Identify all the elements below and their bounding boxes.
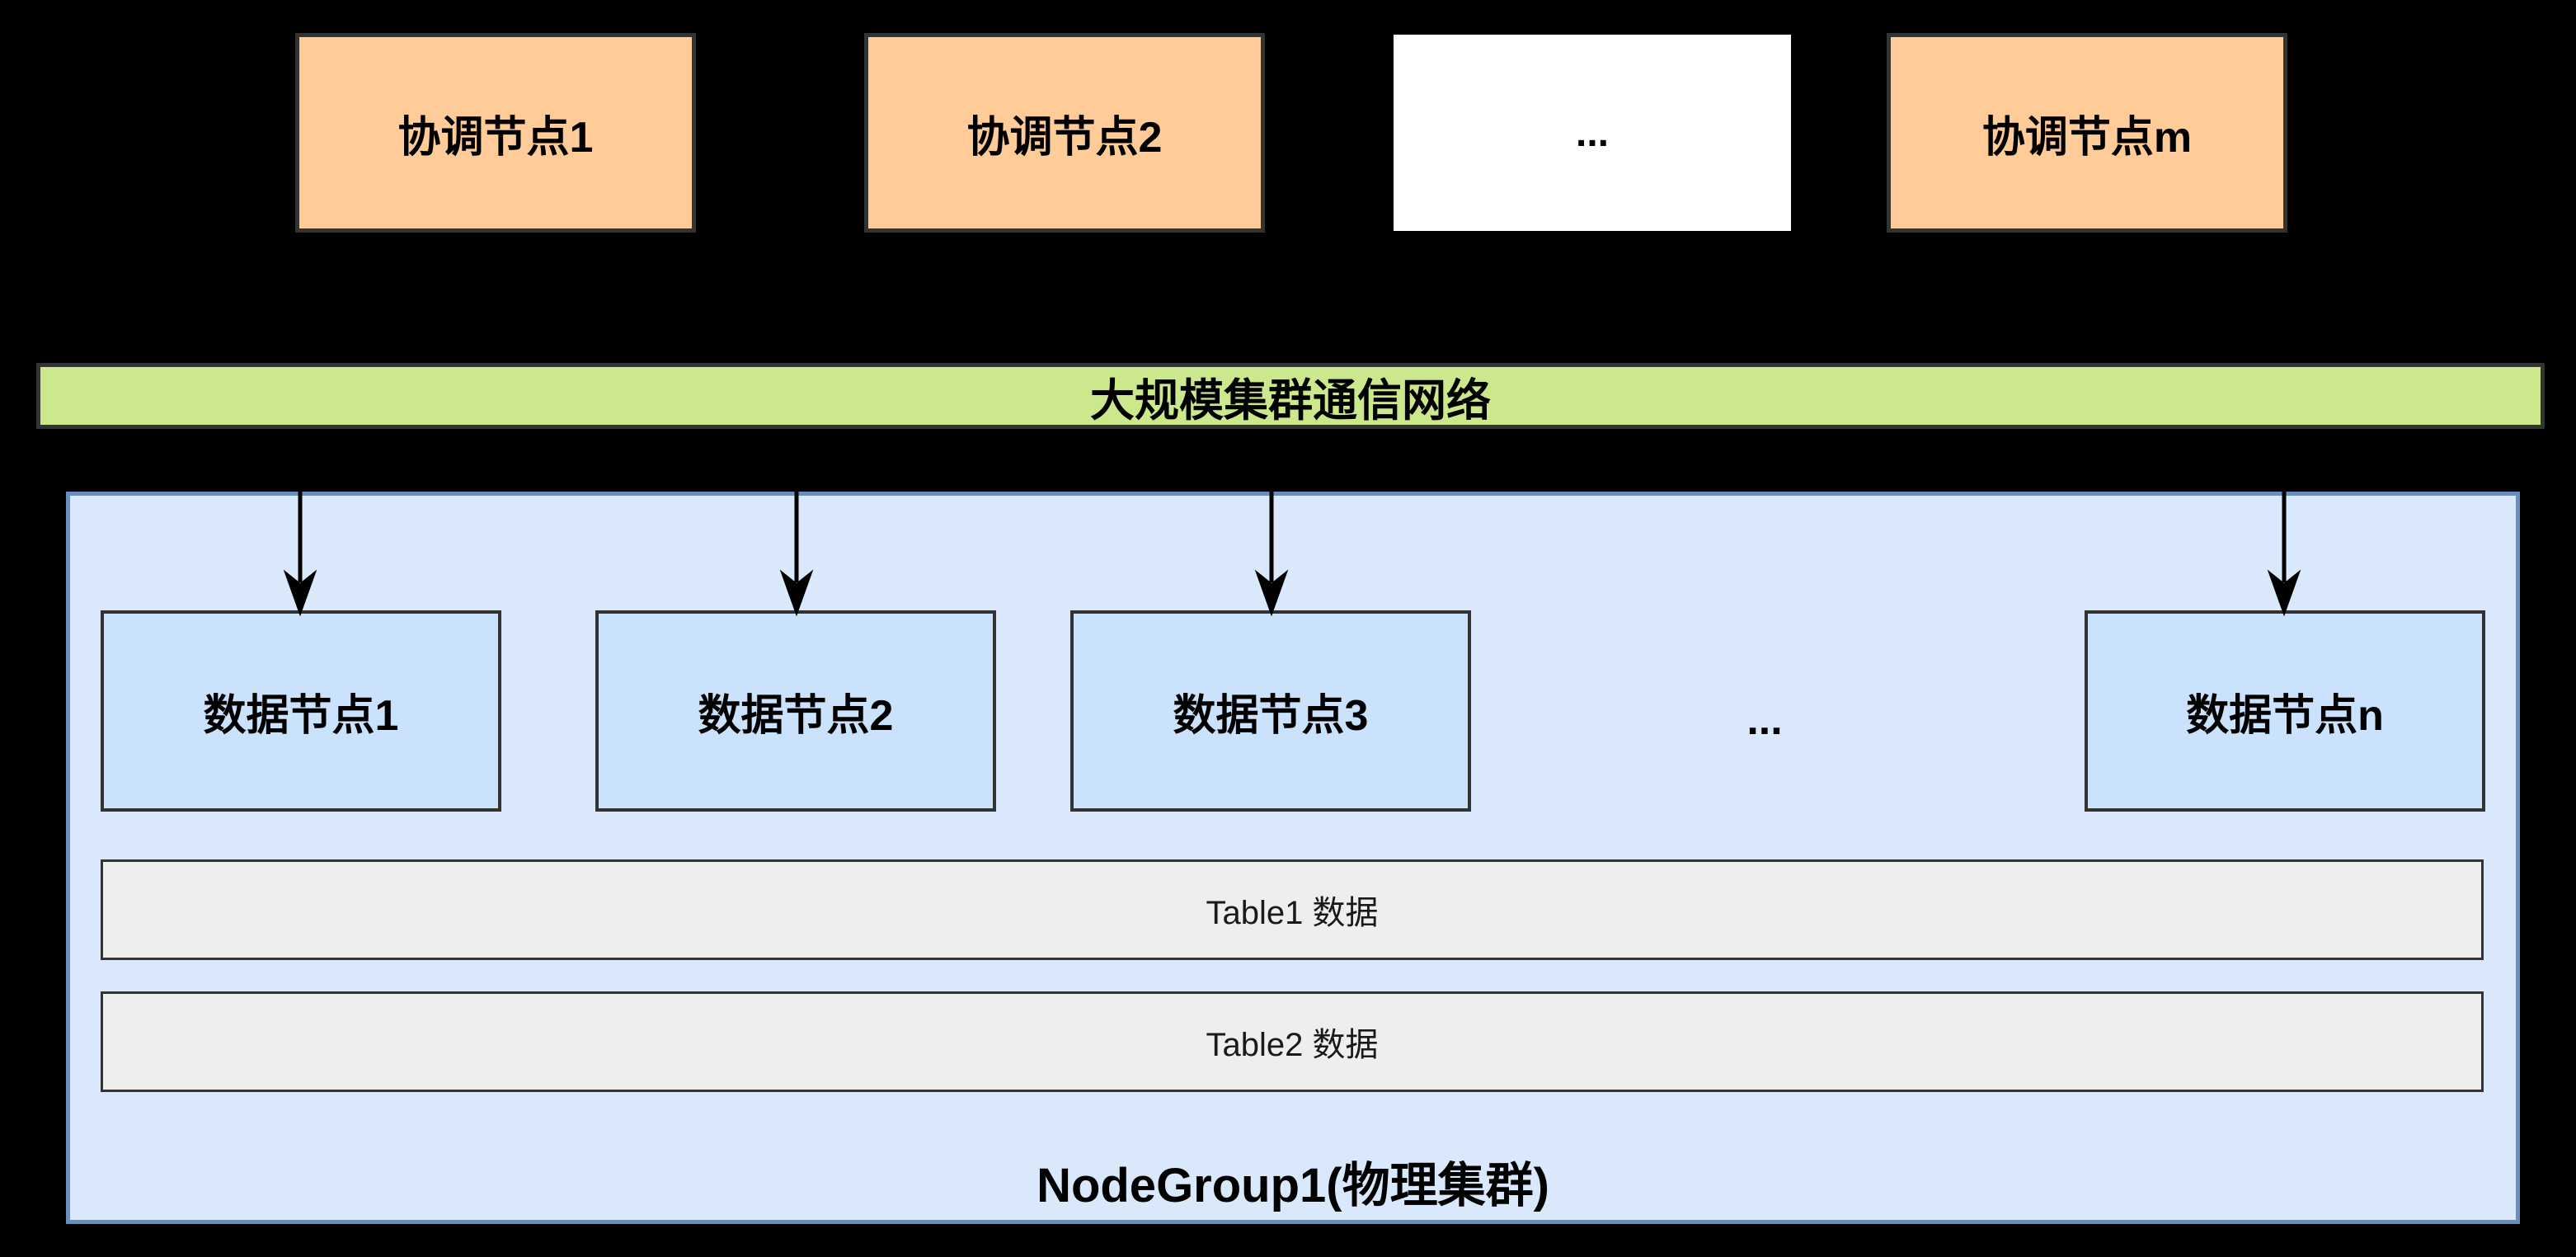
coordinator-node-1: 协调节点1: [295, 33, 696, 233]
table2-data-bar: Table2 数据: [101, 991, 2484, 1092]
data-node-1: 数据节点1: [101, 610, 501, 812]
data-node-n: 数据节点n: [2085, 610, 2485, 812]
coordinator-node-2: 协调节点2: [864, 33, 1265, 233]
table1-data-bar: Table1 数据: [101, 859, 2484, 960]
coordinator-node-m: 协调节点m: [1887, 33, 2287, 233]
node-group-container: [66, 492, 2520, 1224]
coordinator-ellipsis-box: ...: [1394, 35, 1791, 231]
node-group-title: NodeGroup1(物理集群): [1037, 1159, 1549, 1212]
data-node-ellipsis: ...: [1746, 696, 1783, 744]
cluster-network-bar: 大规模集群通信网络: [36, 363, 2545, 429]
data-node-2: 数据节点2: [595, 610, 996, 812]
data-node-3: 数据节点3: [1070, 610, 1471, 812]
coordinator-to-network-connectors: [494, 233, 2089, 363]
